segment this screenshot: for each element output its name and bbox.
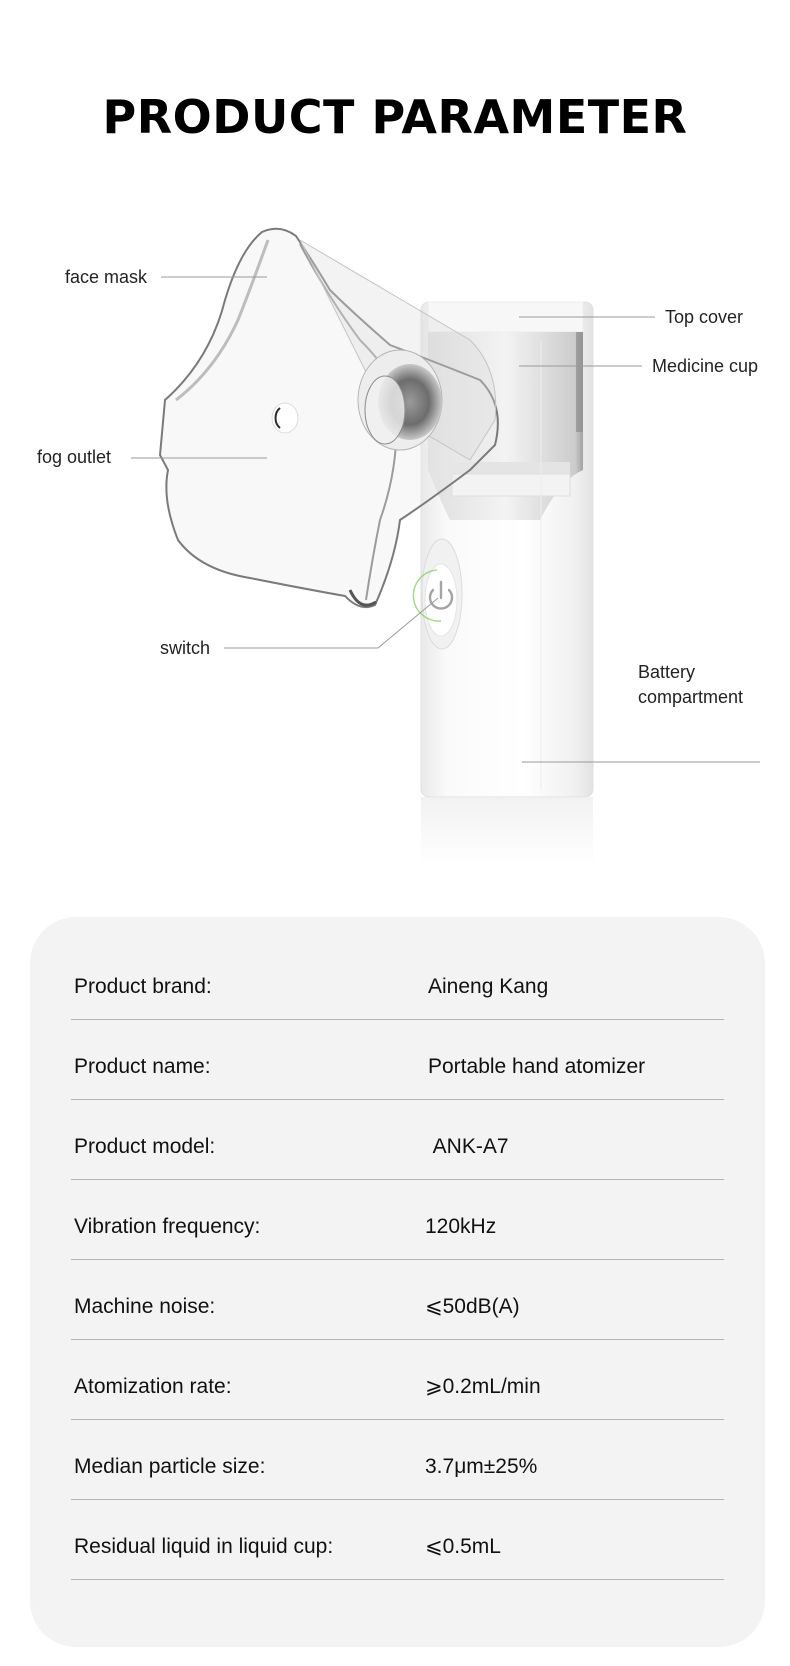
device-body [412,301,594,867]
page-title: PRODUCT PARAMETER [102,89,688,144]
power-icon [428,580,454,610]
spec-row: Median particle size: 3.7μm±25% [71,1420,724,1500]
nebulizer-illustration [131,227,760,867]
spec-row: Residual liquid in liquid cup: ⩽0.5mL [71,1500,724,1580]
spec-value: ⩽0.5mL [425,1535,501,1558]
spec-value: Aineng Kang [428,975,549,998]
spec-label: Median particle size: [74,1455,266,1478]
callout-fog-outlet: fog outlet [37,447,112,467]
spec-label: Product brand: [74,975,212,998]
spec-label: Vibration frequency: [74,1215,261,1238]
callout-switch: switch [160,638,211,658]
callout-medicine-cup: Medicine cup [652,356,759,376]
spec-table: Product brand: Aineng Kang Product name:… [30,917,765,1647]
product-diagram: face mask fog outlet switch Top cover Me… [0,200,790,900]
callout-top-cover: Top cover [665,307,744,327]
spec-value: Portable hand atomizer [428,1055,646,1078]
spec-value: 120kHz [425,1215,497,1238]
callout-face-mask: face mask [65,267,148,287]
spec-row: Product name: Portable hand atomizer [71,1020,724,1100]
spec-row: Product model: ANK-A7 [71,1100,724,1180]
spec-label: Product name: [74,1055,211,1078]
spec-row: Machine noise: ⩽50dB(A) [71,1260,724,1340]
spec-value: ⩾0.2mL/min [425,1375,541,1398]
spec-row: Product brand: Aineng Kang [71,940,724,1020]
spec-label: Atomization rate: [74,1375,232,1398]
spec-label: Residual liquid in liquid cup: [74,1535,334,1558]
spec-label: Product model: [74,1135,216,1158]
callout-battery-line1: Battery [638,662,696,682]
spec-label: Machine noise: [74,1295,216,1318]
spec-value: ANK-A7 [428,1135,509,1158]
spec-value: ⩽50dB(A) [425,1295,520,1318]
spec-row: Vibration frequency: 120kHz [71,1180,724,1260]
spec-row: Atomization rate: ⩾0.2mL/min [71,1340,724,1420]
callout-battery-line2: compartment [638,687,744,707]
spec-value: 3.7μm±25% [425,1455,538,1478]
